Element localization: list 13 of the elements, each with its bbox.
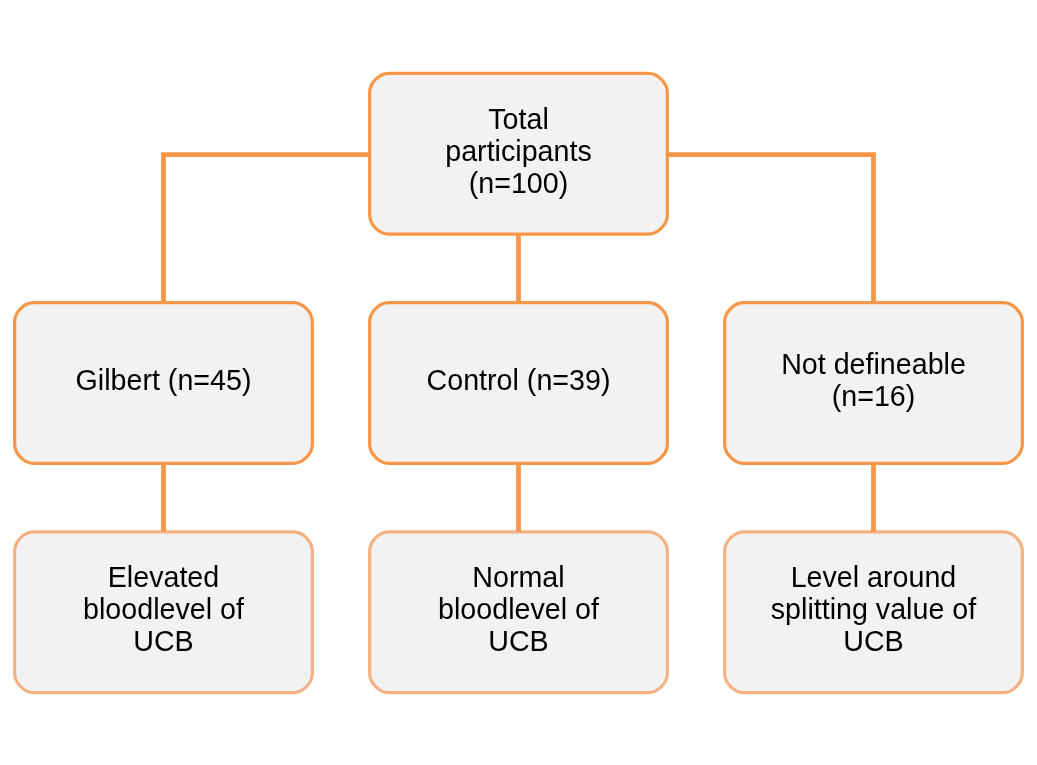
- node-box: Normal bloodlevel of UCB: [368, 529, 669, 694]
- node-box: Control (n=39): [368, 300, 669, 465]
- connector: [871, 463, 876, 531]
- connector: [161, 463, 166, 531]
- node-box: Not defineable (n=16): [723, 300, 1024, 465]
- node-box: Gilbert (n=45): [13, 300, 314, 465]
- connector: [161, 151, 370, 302]
- node-box: Level around splitting value of UCB: [723, 529, 1024, 694]
- node-box: Elevated bloodlevel of UCB: [13, 529, 314, 694]
- node-box: Total participants (n=100): [368, 71, 669, 236]
- connector: [516, 234, 521, 302]
- connector: [667, 151, 876, 302]
- connector: [516, 463, 521, 531]
